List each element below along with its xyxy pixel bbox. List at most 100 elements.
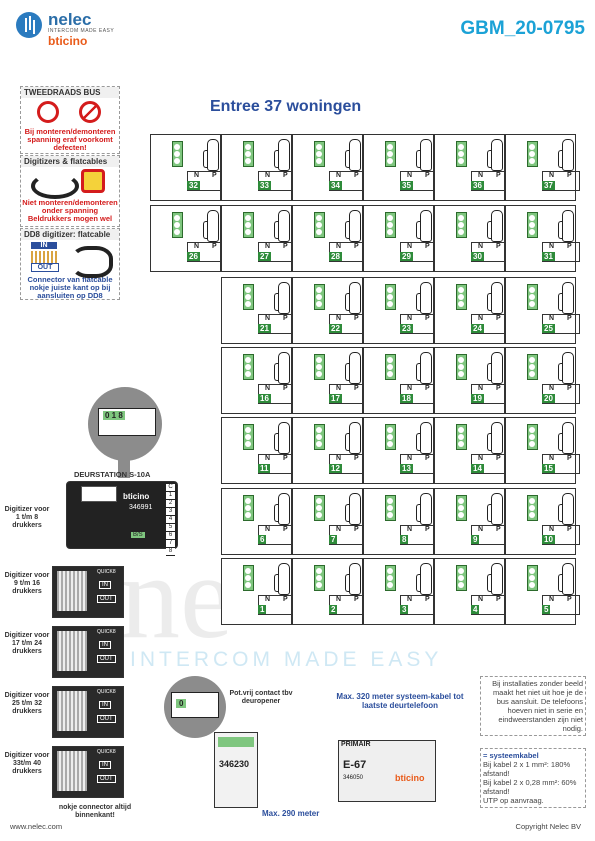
handset-icon xyxy=(345,352,361,384)
p-label: P xyxy=(283,315,288,322)
door-station-terminal: C xyxy=(166,484,175,492)
digitizer-brand: QUICK8 xyxy=(97,629,116,635)
p-label: P xyxy=(567,455,572,462)
p-label: P xyxy=(283,385,288,392)
cable-box-line-3: UTP op aanvraag. xyxy=(483,796,544,805)
door-station-module xyxy=(81,486,117,502)
apartment-number: 9 xyxy=(471,535,480,544)
n-label: N xyxy=(336,385,342,392)
bus-terminal-icon xyxy=(527,424,538,450)
footer-right: Copyright Nelec BV xyxy=(515,822,581,831)
brand-tagline: INTERCOM MADE EASY xyxy=(48,28,115,34)
n-label: N xyxy=(336,526,342,533)
n-label: N xyxy=(549,315,555,322)
plug-icon xyxy=(37,101,59,123)
p-label: P xyxy=(354,596,359,603)
p-label: P xyxy=(567,172,572,179)
bus-terminal-label: B/S xyxy=(131,532,145,538)
handset-icon xyxy=(345,563,361,595)
p-label: P xyxy=(425,172,430,179)
apartment-number: 36 xyxy=(471,181,484,190)
digitizer-in: IN xyxy=(99,761,111,769)
apartment-number: 25 xyxy=(542,324,555,333)
apartment-number: 15 xyxy=(542,464,555,473)
digitizer-out: OUT xyxy=(97,775,116,783)
apartment-number: 12 xyxy=(329,464,342,473)
apartment-number: 37 xyxy=(542,181,555,190)
apartment-number: 29 xyxy=(400,252,413,261)
handset-icon xyxy=(203,210,219,242)
p-label: P xyxy=(354,172,359,179)
n-label: N xyxy=(265,455,271,462)
digitizer-brand: QUICK8 xyxy=(97,569,116,575)
n-label: N xyxy=(336,596,342,603)
apartment-number: 24 xyxy=(471,324,484,333)
bus-terminal-icon xyxy=(456,354,467,380)
apartment-number: 17 xyxy=(329,394,342,403)
handset-icon xyxy=(274,422,290,454)
watermark: ne xyxy=(120,530,234,663)
apartment-number: 10 xyxy=(542,535,555,544)
n-label: N xyxy=(194,243,200,250)
bus-terminal-icon xyxy=(385,424,396,450)
power-supply: PRIMAIR E-67 346050 bticino xyxy=(338,740,436,802)
handset-icon xyxy=(558,210,574,242)
n-label: N xyxy=(336,455,342,462)
panel-flatcable-title: DD8 digitizer: flatcable xyxy=(21,229,119,240)
handset-icon xyxy=(558,282,574,314)
nelec-logo: nelec INTERCOM MADE EASY bticino xyxy=(16,10,136,48)
apartment-number: 31 xyxy=(542,252,555,261)
flatcable-icon xyxy=(57,751,87,791)
bus-terminal-icon xyxy=(456,141,467,167)
bus-terminal-icon xyxy=(314,212,325,238)
apartment-number: 18 xyxy=(400,394,413,403)
apartment-number: 4 xyxy=(471,605,480,614)
handset-icon xyxy=(274,352,290,384)
digitizer-in: IN xyxy=(99,641,111,649)
bus-terminal-icon xyxy=(385,565,396,591)
p-label: P xyxy=(212,243,217,250)
warning-flash-icon xyxy=(81,169,105,193)
bus-terminal-icon xyxy=(527,565,538,591)
n-label: N xyxy=(407,596,413,603)
apartment-number: 33 xyxy=(258,181,271,190)
handset-icon xyxy=(487,493,503,525)
door-station-model: 346991 xyxy=(129,504,153,511)
n-label: N xyxy=(407,526,413,533)
apartment-number: 16 xyxy=(258,394,271,403)
p-label: P xyxy=(496,243,501,250)
brand-name: nelec xyxy=(48,10,92,29)
apartment-number: 30 xyxy=(471,252,484,261)
zoom-display: 0 1 8 xyxy=(98,408,156,436)
n-label: N xyxy=(478,172,484,179)
bus-terminal-icon xyxy=(314,284,325,310)
p-label: P xyxy=(496,315,501,322)
bus-terminal-icon xyxy=(314,354,325,380)
bus-terminal-icon xyxy=(456,424,467,450)
n-label: N xyxy=(407,315,413,322)
apartment-number: 22 xyxy=(329,324,342,333)
p-label: P xyxy=(425,455,430,462)
door-station-terminal: 3 xyxy=(166,508,175,516)
p-label: P xyxy=(496,596,501,603)
apartment-number: 5 xyxy=(542,605,551,614)
bus-terminal-icon xyxy=(456,565,467,591)
n-label: N xyxy=(549,385,555,392)
flatcable-icon xyxy=(57,571,87,611)
flatcable-icon xyxy=(31,251,57,263)
bus-terminal-icon xyxy=(385,354,396,380)
handset-icon xyxy=(558,422,574,454)
apartment-number: 19 xyxy=(471,394,484,403)
